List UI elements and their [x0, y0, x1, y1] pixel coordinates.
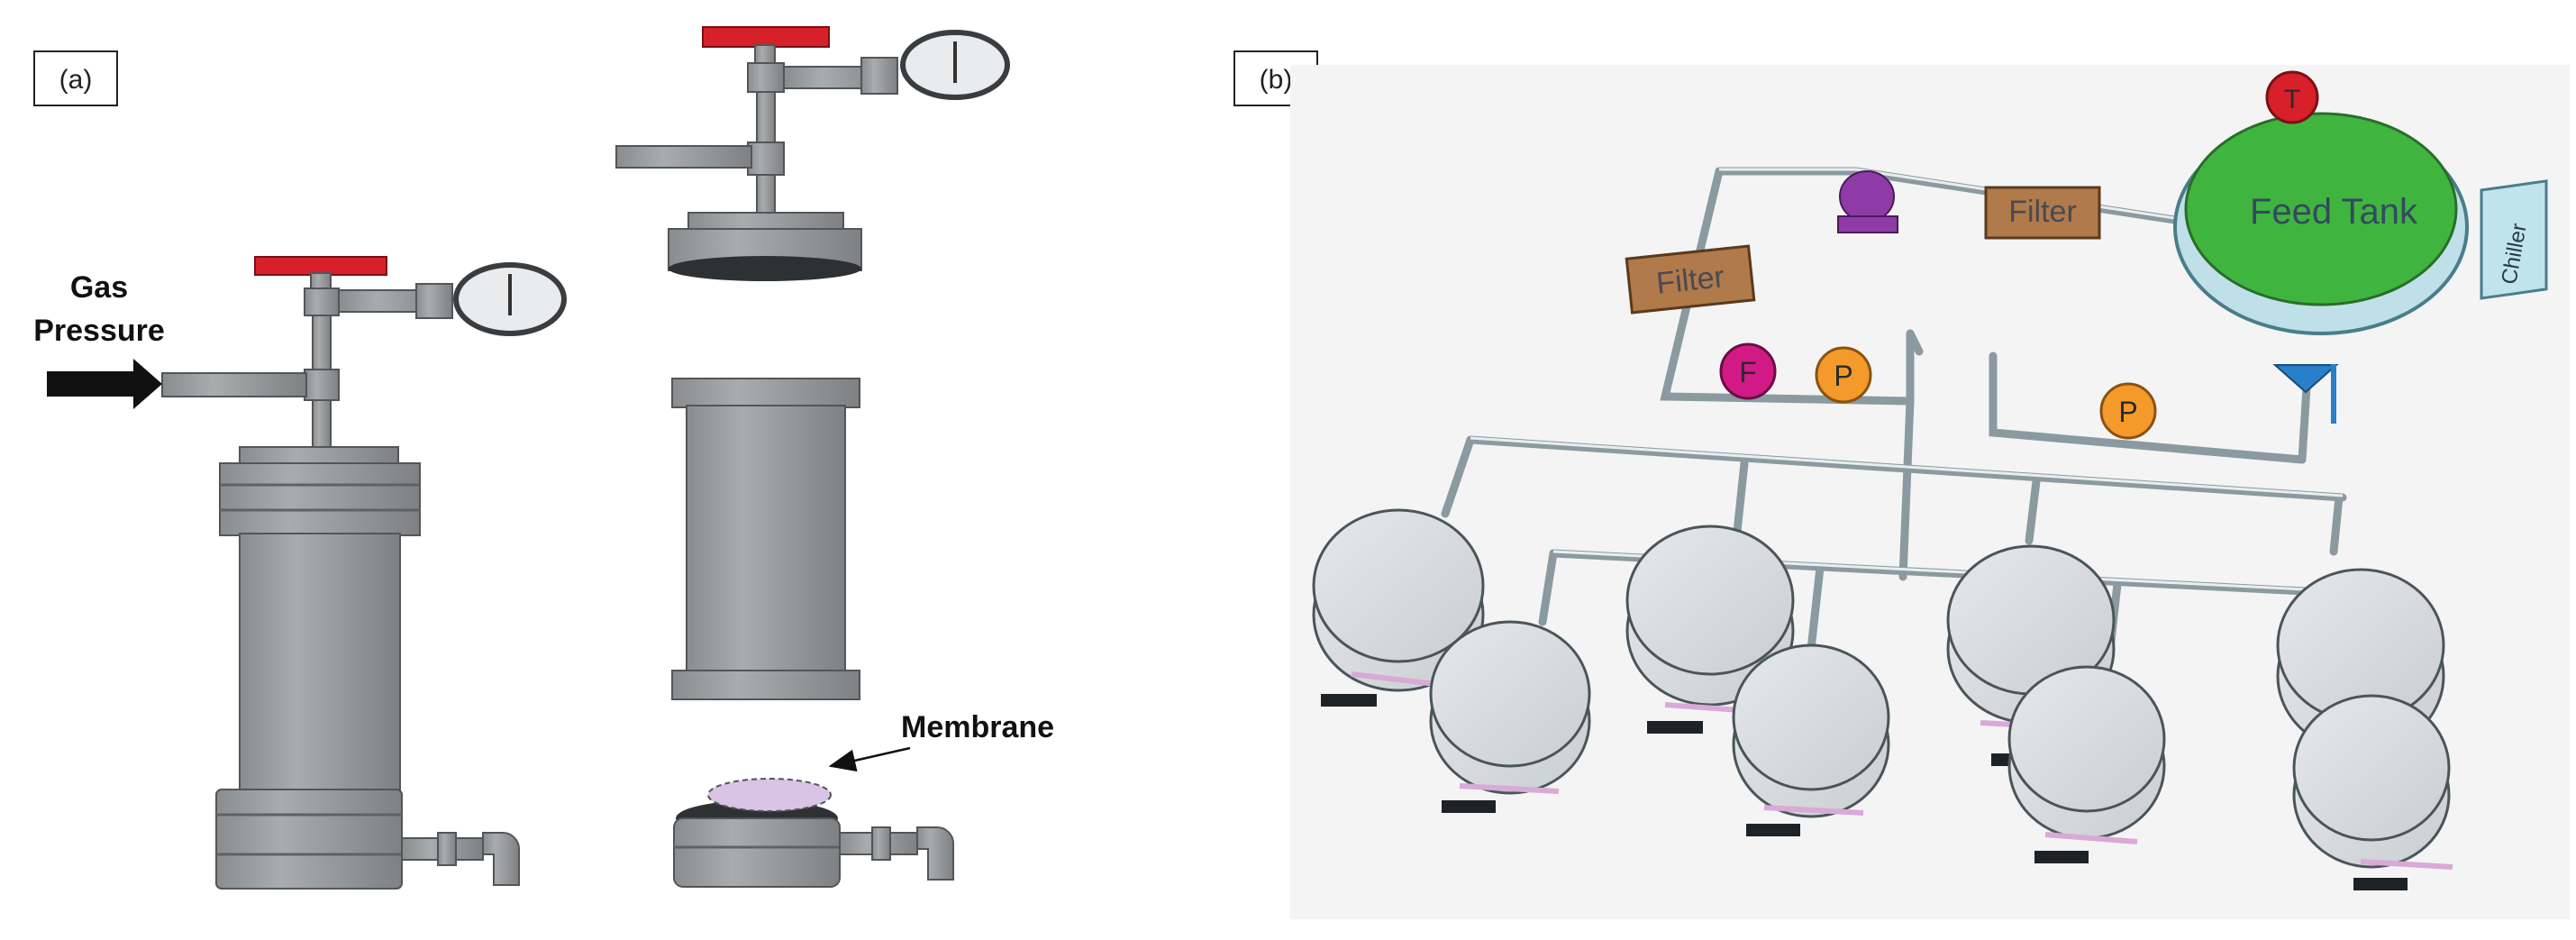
top-cap — [219, 462, 421, 536]
pressure-gauge-2: P — [2099, 382, 2157, 440]
membrane-cells — [1312, 508, 2453, 890]
valve-handle-exploded — [702, 26, 830, 48]
tee-fitting — [304, 287, 340, 316]
base-exploded — [673, 817, 841, 888]
panel-b-label: (b) — [1260, 65, 1293, 95]
outlet-valve — [2272, 364, 2339, 424]
flow-meter-label: F — [1739, 356, 1757, 388]
gauge-coupling — [415, 283, 453, 319]
gas-pressure-arrow — [47, 359, 162, 409]
outlet-elbow — [482, 832, 520, 886]
temp-sensor-label: T — [2284, 85, 2300, 114]
pressure-gauge-label-1: P — [1834, 360, 1852, 392]
cell-body — [239, 533, 401, 796]
filter-1: Filter — [1984, 186, 2101, 240]
cell-1 — [1312, 508, 1485, 707]
assembled-cell — [161, 256, 567, 890]
panel-a-label: (a) — [59, 65, 93, 95]
panel-a: (a) — [33, 26, 1054, 890]
cell-4 — [1732, 643, 1890, 836]
temperature-sensor: T — [2265, 70, 2319, 124]
feed-tank: Feed Tank — [2173, 112, 2469, 335]
cell-body-exploded — [686, 405, 846, 673]
cell-2 — [1429, 620, 1591, 813]
gas-inlet-pipe-exploded — [615, 145, 752, 169]
filter-label-1: Filter — [2008, 195, 2077, 229]
gas-label-line2: Pressure — [33, 314, 165, 348]
panel-b: (b) — [1233, 50, 2570, 919]
membrane-arrow — [828, 746, 911, 772]
cell-6 — [2007, 665, 2166, 863]
feed-tank-label: Feed Tank — [2250, 192, 2418, 232]
cell-5 — [1946, 544, 2116, 766]
chiller: Chiller — [2480, 179, 2548, 300]
gas-inlet-pipe — [161, 372, 307, 397]
cell-3 — [1625, 525, 1795, 734]
pressure-gauge-label-2: P — [2118, 396, 2137, 428]
tee-fitting-lower — [304, 369, 340, 401]
cell-base — [215, 789, 403, 890]
gas-label-line1: Gas — [70, 270, 128, 305]
membrane-label: Membrane — [901, 710, 1054, 744]
filter-2: Filter — [1625, 244, 1756, 315]
filter-label-2: Filter — [1655, 260, 1726, 301]
cell-8 — [2292, 694, 2453, 890]
exploded-cell — [615, 26, 1010, 888]
pump — [1837, 170, 1898, 233]
cap-o-ring — [669, 256, 861, 281]
pressure-gauge-1: P — [1815, 346, 1872, 404]
membrane-disc — [707, 778, 832, 812]
flow-meter: F — [1719, 342, 1777, 400]
panel-a-label-box — [33, 50, 118, 106]
